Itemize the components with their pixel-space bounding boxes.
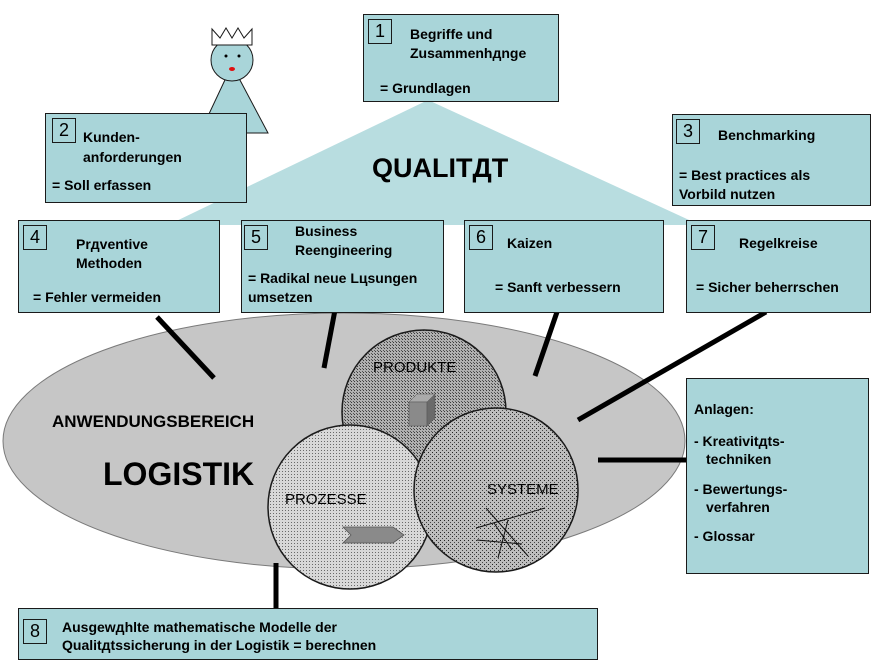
box-note: = Sanft verbessern bbox=[495, 279, 621, 295]
box-business-reengineering: 5 Business Reengineering = Radikal neue … bbox=[241, 220, 444, 313]
anlagen-item: - Kreativitдts- bbox=[694, 433, 785, 449]
box-heading: Begriffe und bbox=[410, 26, 493, 42]
box-heading: anforderungen bbox=[83, 149, 182, 165]
connector-7 bbox=[576, 309, 768, 423]
box-number: 3 bbox=[676, 119, 700, 144]
box-note: umsetzen bbox=[248, 289, 313, 305]
box-number: 6 bbox=[469, 225, 493, 250]
box-number: 1 bbox=[368, 19, 392, 44]
box-kaizen: 6 Kaizen = Sanft verbessern bbox=[464, 220, 664, 313]
box-regelkreise: 7 Regelkreise = Sicher beherrschen bbox=[686, 220, 871, 313]
anlagen-item: verfahren bbox=[706, 499, 770, 515]
box-heading: Zusammenhдnge bbox=[410, 45, 527, 61]
connector-4 bbox=[155, 315, 216, 380]
box-note: = Grundlagen bbox=[380, 80, 471, 96]
systeme-circle bbox=[413, 407, 579, 573]
box-note: = Radikal neue Lцsungen bbox=[248, 270, 418, 286]
quality-triangle bbox=[168, 100, 700, 225]
box-number: 5 bbox=[244, 225, 268, 250]
anlagen-item: - Glossar bbox=[694, 528, 755, 544]
box-heading: Benchmarking bbox=[718, 127, 816, 143]
box-heading: Methoden bbox=[76, 255, 143, 271]
box-note: = Sicher beherrschen bbox=[696, 279, 839, 295]
box-heading: Prдventive bbox=[76, 236, 148, 252]
circle-label-systeme: SYSTEME bbox=[487, 481, 559, 498]
box-praeventive-methoden: 4 Prдventive Methoden = Fehler vermeiden bbox=[18, 220, 220, 313]
circle-label-prozesse: PROZESSE bbox=[285, 491, 367, 508]
page-title: QUALITДT bbox=[372, 153, 509, 183]
box-note: Vorbild nutzen bbox=[679, 186, 776, 202]
box-line: Qualitдtssicherung in der Logistik = ber… bbox=[62, 637, 377, 653]
box-grundlagen: 1 Begriffe und Zusammenhдnge = Grundlage… bbox=[363, 14, 559, 102]
cube-icon bbox=[408, 393, 436, 427]
network-icon bbox=[475, 507, 546, 559]
process-arrow-icon bbox=[342, 526, 405, 544]
box-heading: Regelkreise bbox=[739, 235, 818, 251]
box-number: 4 bbox=[23, 225, 47, 250]
box-note: = Soll erfassen bbox=[52, 177, 152, 193]
connector-6 bbox=[532, 311, 560, 377]
box-number: 8 bbox=[23, 619, 47, 644]
box-number: 2 bbox=[52, 118, 76, 143]
box-note: = Best practices als bbox=[679, 167, 811, 183]
ellipse-label-logistik: LOGISTIK bbox=[103, 456, 255, 492]
anlagen-heading: Anlagen: bbox=[694, 401, 754, 417]
box-kundenanforderungen: 2 Kunden- anforderungen = Soll erfassen bbox=[45, 113, 247, 203]
box-heading: Business bbox=[295, 223, 358, 239]
anlagen-item: techniken bbox=[706, 451, 772, 467]
box-heading: Reengineering bbox=[295, 242, 393, 258]
ellipse-label-anwendungsbereich: ANWENDUNGSBEREICH bbox=[52, 412, 255, 431]
circle-label-produkte: PRODUKTE bbox=[373, 359, 457, 376]
box-note: = Fehler vermeiden bbox=[33, 289, 162, 305]
box-number: 7 bbox=[691, 225, 715, 250]
box-heading: Kaizen bbox=[507, 235, 553, 251]
box-anlagen: Anlagen: - Kreativitдts- techniken - Bew… bbox=[686, 378, 869, 574]
box-benchmarking: 3 Benchmarking = Best practices als Vorb… bbox=[672, 114, 871, 206]
connector-5 bbox=[321, 309, 338, 369]
box-line: Ausgewдhlte mathematische Modelle der bbox=[62, 619, 337, 635]
anlagen-item: - Bewertungs- bbox=[694, 481, 788, 497]
box-mathematische-modelle: 8 Ausgewдhlte mathematische Modelle der … bbox=[18, 608, 598, 660]
box-heading: Kunden- bbox=[83, 129, 140, 145]
